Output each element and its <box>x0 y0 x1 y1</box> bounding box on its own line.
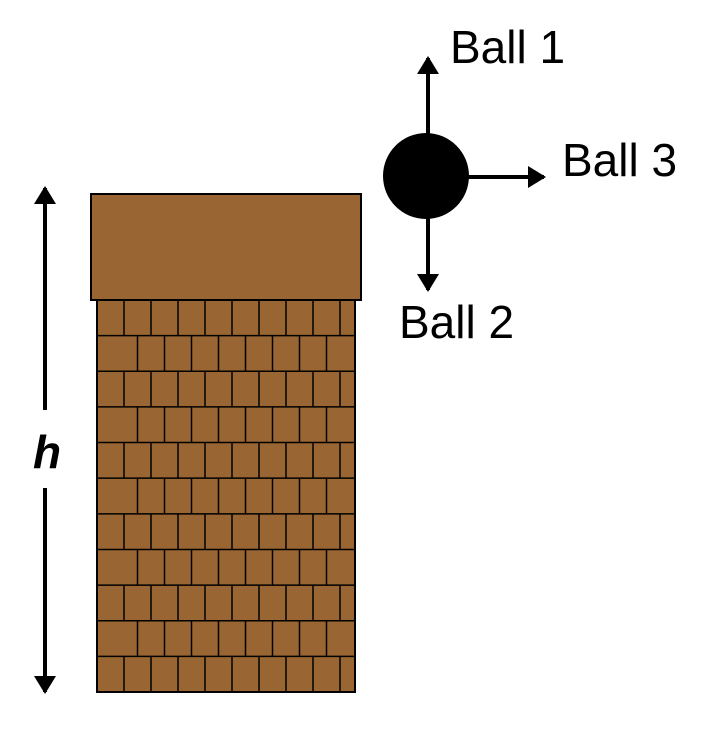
brick-pattern <box>97 300 355 692</box>
chimney-brick-body <box>96 299 356 693</box>
chimney <box>90 193 362 693</box>
height-indicator: h <box>33 186 61 694</box>
ball-icon <box>383 133 469 219</box>
chimney-cap <box>90 193 362 301</box>
ball-3-label: Ball 3 <box>562 134 677 186</box>
height-label: h <box>33 426 61 478</box>
ball-group: Ball 1 Ball 3 Ball 2 <box>383 21 677 348</box>
ball-2-label: Ball 2 <box>399 296 514 348</box>
ball-1-label: Ball 1 <box>450 21 565 73</box>
